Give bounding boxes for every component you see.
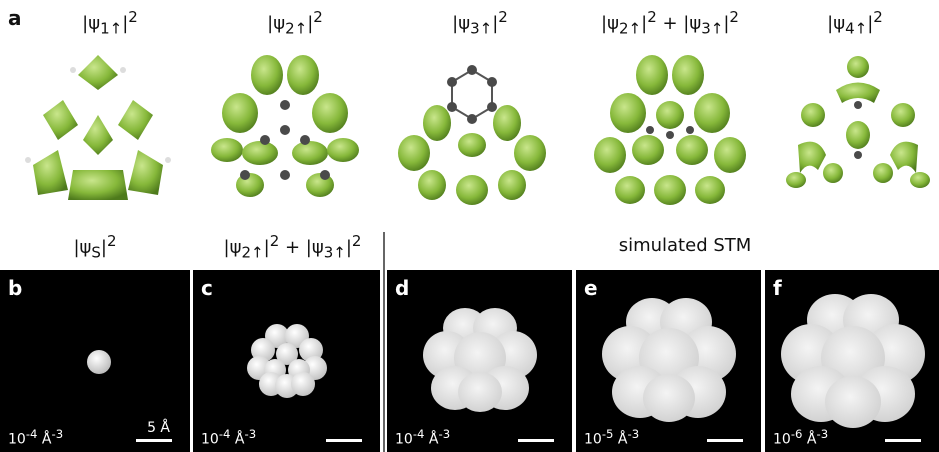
scale-bar-e xyxy=(707,439,743,442)
orbital-psi2-psi3-image xyxy=(594,55,746,205)
stm-image-e xyxy=(602,298,736,422)
orbital-psi2-image xyxy=(211,55,359,197)
density-label-b: 10-4 Å-3 xyxy=(8,427,64,448)
title-psiS: |ψS|2 xyxy=(73,232,117,262)
orbital-psi4-image xyxy=(786,56,930,188)
density-label-c: 10-4 Å-3 xyxy=(201,427,257,448)
panel-letter-a: a xyxy=(8,6,22,30)
title-c-psi2-psi3: |ψ2↑|2 + |ψ3↑|2 xyxy=(223,232,362,262)
panel-letter-c: c xyxy=(201,276,213,300)
divider-line xyxy=(383,232,385,452)
panel-c: c 10-4 Å-3 xyxy=(193,270,380,452)
scale-bar-c xyxy=(326,439,362,442)
density-label-d: 10-4 Å-3 xyxy=(395,427,451,448)
panel-letter-b: b xyxy=(8,276,23,300)
title-psi2: |ψ2↑|2 xyxy=(267,8,323,38)
title-psi1: |ψ1↑|2 xyxy=(82,8,138,38)
panel-letter-d: d xyxy=(395,276,410,300)
title-psi2-psi3: |ψ2↑|2 + |ψ3↑|2 xyxy=(601,8,739,38)
title-simulated-stm: simulated STM xyxy=(618,235,752,256)
title-psi4: |ψ4↑|2 xyxy=(827,8,883,38)
stm-image-f xyxy=(781,294,925,428)
panel-letter-f: f xyxy=(773,276,782,300)
scale-label: 5 Å xyxy=(147,420,170,436)
panel-d: d 10-4 Å-3 xyxy=(387,270,572,452)
panel-f: f 10-6 Å-3 xyxy=(765,270,939,452)
density-isosurface-c xyxy=(247,324,327,398)
stm-image-d xyxy=(423,308,537,412)
s-orbital-sphere xyxy=(87,350,111,374)
density-label-f: 10-6 Å-3 xyxy=(773,427,829,448)
panel-e: e 10-5 Å-3 xyxy=(576,270,761,452)
scale-bar-d xyxy=(518,439,554,442)
panel-b: b 5 Å 10-4 Å-3 xyxy=(0,270,190,452)
scale-bar-f xyxy=(885,439,921,442)
scale-bar xyxy=(136,439,172,442)
density-label-e: 10-5 Å-3 xyxy=(584,427,640,448)
panel-letter-e: e xyxy=(584,276,598,300)
orbital-psi1-image xyxy=(25,55,171,200)
title-psi3: |ψ3↑|2 xyxy=(452,8,508,38)
orbital-psi3-image xyxy=(398,65,546,205)
